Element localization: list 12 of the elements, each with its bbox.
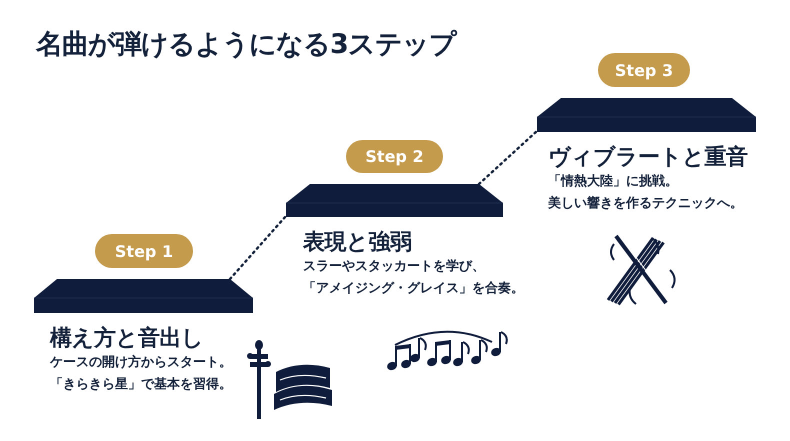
dotted-line xyxy=(228,214,288,280)
step-description: スラーやスタッカートを学び、「アメイジング・グレイス」を合奏。 xyxy=(303,258,525,298)
step-heading: 表現と強弱 xyxy=(303,229,412,257)
step-badge: Step 3 xyxy=(598,53,690,87)
step-heading: ヴィブラートと重音 xyxy=(548,144,748,172)
dotted-line xyxy=(478,130,538,186)
step-badge: Step 2 xyxy=(346,140,443,173)
step-heading: 構え方と音出し xyxy=(50,324,204,353)
step-description: 「情熱大陸」に挑戦。美しい響きを作るテクニックへ。 xyxy=(548,173,744,213)
step-badge: Step 1 xyxy=(95,234,193,268)
title: 名曲が弾けるようになる3ステップ xyxy=(36,28,456,62)
step-description: ケースの開け方からスタート。「きらきら星」で基本を習得。 xyxy=(50,354,233,394)
